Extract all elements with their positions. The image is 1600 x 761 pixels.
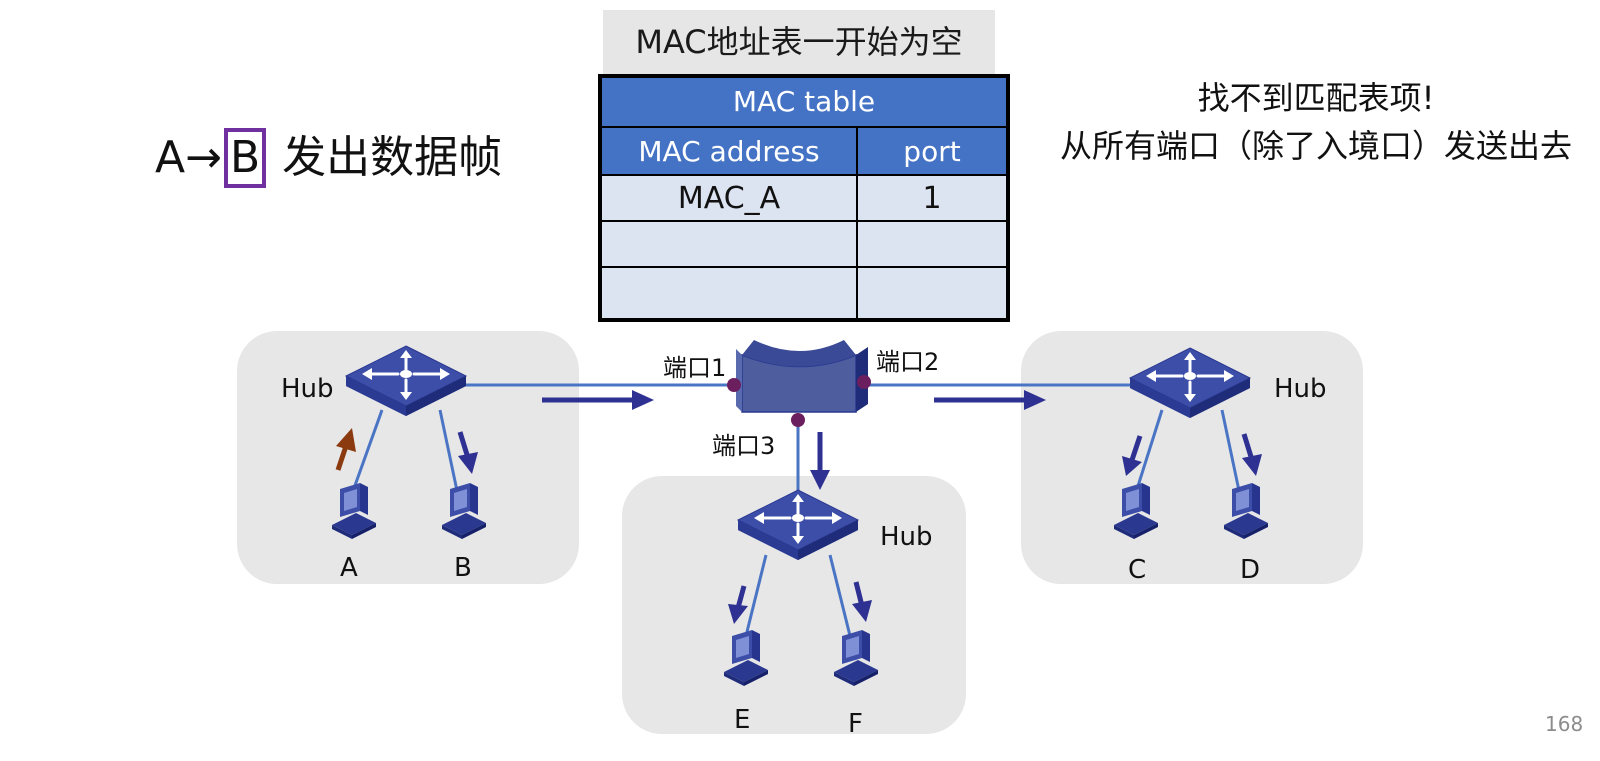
host-e-label: E [734, 705, 750, 735]
port1-dot [727, 378, 741, 392]
port1-label: 端口1 [663, 354, 726, 382]
table-row [602, 222, 1006, 268]
arrow-icon [728, 585, 748, 624]
mac-cell [602, 268, 858, 322]
port-cell [858, 222, 1006, 266]
host-f-label: F [848, 709, 863, 739]
port-cell: 1 [922, 181, 942, 216]
table-row: MAC_A 1 [602, 176, 1006, 222]
mac-table-title: MAC table [602, 78, 1006, 128]
right-hub-label: Hub [1274, 374, 1327, 404]
port-cell [858, 268, 1006, 322]
host-a-label: A [340, 553, 358, 583]
bottom-lan-group [622, 476, 966, 734]
statement-suffix: 发出数据帧 [268, 132, 503, 183]
arrow-icon [810, 432, 830, 490]
port3-label: 端口3 [712, 432, 775, 460]
highlighted-destination: B [223, 128, 267, 188]
host-b-label: B [454, 553, 472, 583]
port2-label: 端口2 [876, 348, 939, 376]
host-c-label: C [1128, 555, 1146, 585]
port3-dot [791, 413, 805, 427]
left-hub-label: Hub [281, 374, 334, 404]
mac-table-header-row: MAC address port [602, 128, 1006, 176]
header-port: port [903, 135, 961, 168]
note-line-2: 从所有端口（除了入境口）发送出去 [1059, 127, 1572, 165]
arrow-icon [335, 428, 356, 471]
arrow-icon [934, 390, 1046, 410]
switch-icon [736, 340, 868, 413]
arrow-icon [852, 581, 872, 622]
statement-prefix: A→ [155, 132, 222, 183]
arrow-icon [457, 431, 478, 474]
table-row [602, 268, 1006, 322]
header-mac-address: MAC address [602, 128, 858, 174]
mac-table: MAC table MAC address port MAC_A 1 [598, 74, 1010, 322]
note-line-1: 找不到匹配表项! [1197, 79, 1435, 117]
right-lan-group [1021, 331, 1363, 584]
frame-statement: A→B 发出数据帧 [155, 128, 502, 188]
page-number: 168 [1545, 712, 1584, 736]
arrow-icon [1122, 435, 1143, 476]
left-lan-group [237, 331, 579, 584]
flooding-note: 找不到匹配表项! 从所有端口（除了入境口）发送出去 [1032, 74, 1600, 170]
arrow-icon [542, 390, 654, 410]
mac-cell [602, 222, 858, 266]
arrow-icon [1241, 433, 1262, 476]
mac-cell: MAC_A [602, 176, 858, 220]
host-d-label: D [1240, 555, 1260, 585]
port2-dot [857, 375, 871, 389]
table-caption: MAC地址表一开始为空 [603, 10, 995, 74]
bottom-hub-label: Hub [880, 522, 933, 552]
